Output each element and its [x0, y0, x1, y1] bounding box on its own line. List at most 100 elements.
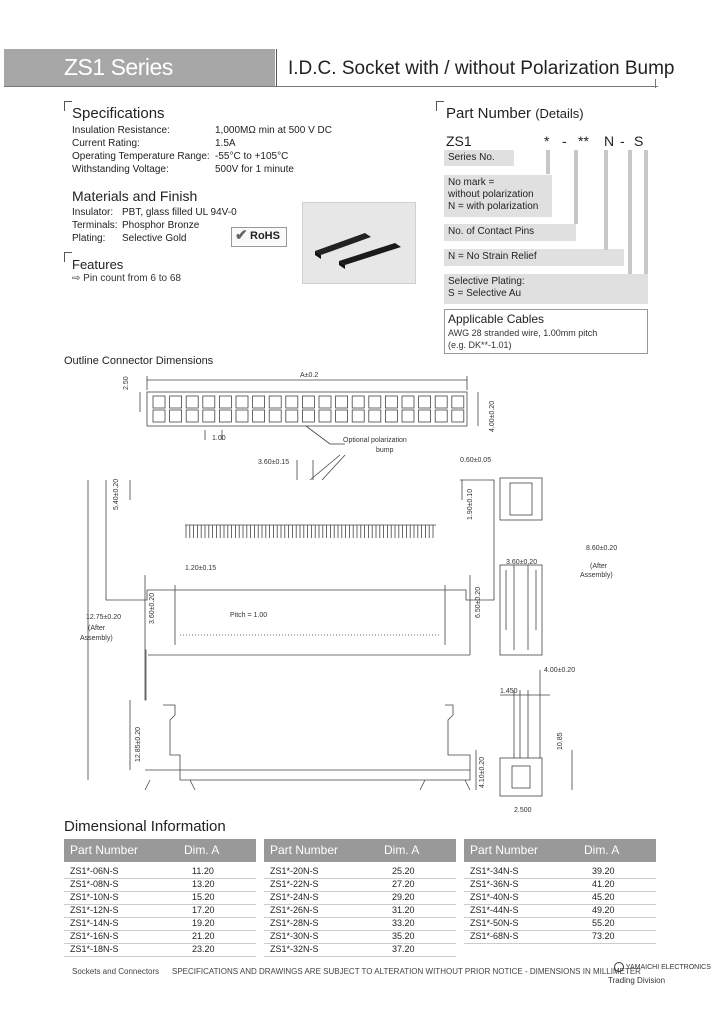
dim-650-label: 6.50±0.20: [475, 587, 482, 618]
brand-name: YAMAICHI ELECTRONICS: [625, 963, 711, 971]
dim-a-cell: 21.20: [192, 931, 215, 941]
spec-value: -55°C to +105°C: [215, 151, 289, 162]
dim-a-label: A±0.2: [300, 372, 318, 379]
contact-slot: [152, 409, 166, 423]
checkmark-icon: ✔: [235, 227, 248, 244]
bump-label: Optional polarization: [343, 437, 407, 444]
part-number-cell: ZS1*-06N-S: [70, 866, 119, 876]
section-bracket: [436, 101, 444, 111]
col-part-number: Part Number: [270, 843, 339, 857]
contact-slot: [384, 395, 398, 409]
brand-logo: YAMAICHI ELECTRONICS: [614, 962, 711, 972]
connector-photo-graphic: [315, 233, 401, 269]
dim-120-label: 1.20±0.15: [185, 565, 216, 572]
table-row: ZS1*-10N-S 15.20: [64, 891, 256, 905]
top-view-contacts: [152, 395, 465, 423]
footer-division: Trading Division: [608, 976, 666, 985]
dim-a-cell: 37.20: [392, 944, 415, 954]
contact-slot: [218, 409, 232, 423]
section-bracket: [64, 252, 72, 262]
contact-slot: [434, 409, 448, 423]
part-number-cell: ZS1*-32N-S: [270, 944, 319, 954]
dim-a-cell: 17.20: [192, 905, 215, 915]
part-number-title: Part Number: [446, 105, 532, 122]
dim-a-cell: 45.20: [592, 892, 615, 902]
contact-slot: [235, 409, 249, 423]
cables-line2: (e.g. DK**-1.01): [448, 340, 512, 350]
part-number-cell: ZS1*-10N-S: [70, 892, 119, 902]
contact-slot: [285, 409, 299, 423]
dim-1450-label: 1.450: [500, 688, 518, 695]
table-row: ZS1*-44N-S 49.20: [464, 904, 656, 918]
spec-key: Current Rating:: [72, 138, 140, 149]
after-label-2: Assembly): [580, 572, 613, 579]
polarization-box: No mark = without polarization N = with …: [444, 175, 552, 217]
cables-line1: AWG 28 stranded wire, 1.00mm pitch: [448, 328, 598, 338]
part-number-cell: ZS1*-50N-S: [470, 918, 519, 928]
part-number-cell: ZS1*-22N-S: [270, 879, 319, 889]
dim-a-cell: 49.20: [592, 905, 615, 915]
dim-360b-label: 3.60±0.20: [506, 559, 537, 566]
spec-key: Withstanding Voltage:: [72, 164, 169, 175]
code-pins: **: [578, 133, 589, 149]
dim-1275-label: 12.75±0.20: [86, 614, 121, 621]
material-value: Phosphor Bronze: [122, 220, 200, 231]
contact-slot: [368, 395, 382, 409]
dim-400-label: 4.00±0.20: [544, 667, 575, 674]
materials-heading: Materials and Finish: [72, 188, 198, 204]
dim-a-cell: 15.20: [192, 892, 215, 902]
dim-info-heading: Dimensional Information: [64, 818, 226, 835]
material-key: Insulator:: [72, 207, 114, 218]
rohs-label: RoHS: [250, 230, 280, 242]
col-part-number: Part Number: [470, 843, 539, 857]
series-box: Series No.: [444, 150, 514, 166]
contact-slot: [152, 395, 166, 409]
part-number-cell: ZS1*-44N-S: [470, 905, 519, 915]
contact-slot: [401, 409, 415, 423]
dim-060-label: 0.60±0.05: [460, 457, 491, 464]
dim-410-label: 4.10±0.20: [479, 757, 486, 788]
page-title: I.D.C. Socket with / without Polarizatio…: [288, 58, 675, 79]
features-heading: Features: [72, 257, 124, 272]
col-dim-a: Dim. A: [184, 843, 220, 857]
series-title: ZS1 Series: [64, 54, 173, 80]
dim-360c-label: 3.60±0.20: [149, 593, 156, 624]
footer-note: SPECIFICATIONS AND DRAWINGS ARE SUBJECT …: [172, 967, 641, 976]
dim-a-cell: 33.20: [392, 918, 415, 928]
contact-slot: [235, 395, 249, 409]
top-view-body: [146, 391, 468, 427]
contact-slot: [401, 395, 415, 409]
section-bracket: [64, 101, 72, 111]
contact-slot: [351, 409, 365, 423]
code-dash: -: [620, 133, 625, 149]
header-rule: [4, 86, 658, 87]
dim-a-cell: 41.20: [592, 879, 615, 889]
contact-slot: [202, 409, 216, 423]
dim-190-label: 1.90±0.10: [467, 489, 474, 520]
bump-label-2: bump: [376, 447, 394, 454]
material-value: Selective Gold: [122, 233, 187, 244]
dim-a-cell: 19.20: [192, 918, 215, 928]
contact-slot: [451, 395, 465, 409]
part-number-cell: ZS1*-20N-S: [270, 866, 319, 876]
specifications-heading: Specifications: [72, 105, 165, 122]
contact-slot: [185, 395, 199, 409]
part-number-cell: ZS1*-68N-S: [470, 931, 519, 941]
contact-slot: [285, 395, 299, 409]
spec-key: Operating Temperature Range:: [72, 151, 210, 162]
dim-a-cell: 35.20: [392, 931, 415, 941]
contact-slot: [169, 409, 183, 423]
contact-slot: [252, 409, 266, 423]
code-strain: N: [604, 133, 615, 149]
col-part-number: Part Number: [70, 843, 139, 857]
part-number-leaders: [546, 150, 648, 274]
